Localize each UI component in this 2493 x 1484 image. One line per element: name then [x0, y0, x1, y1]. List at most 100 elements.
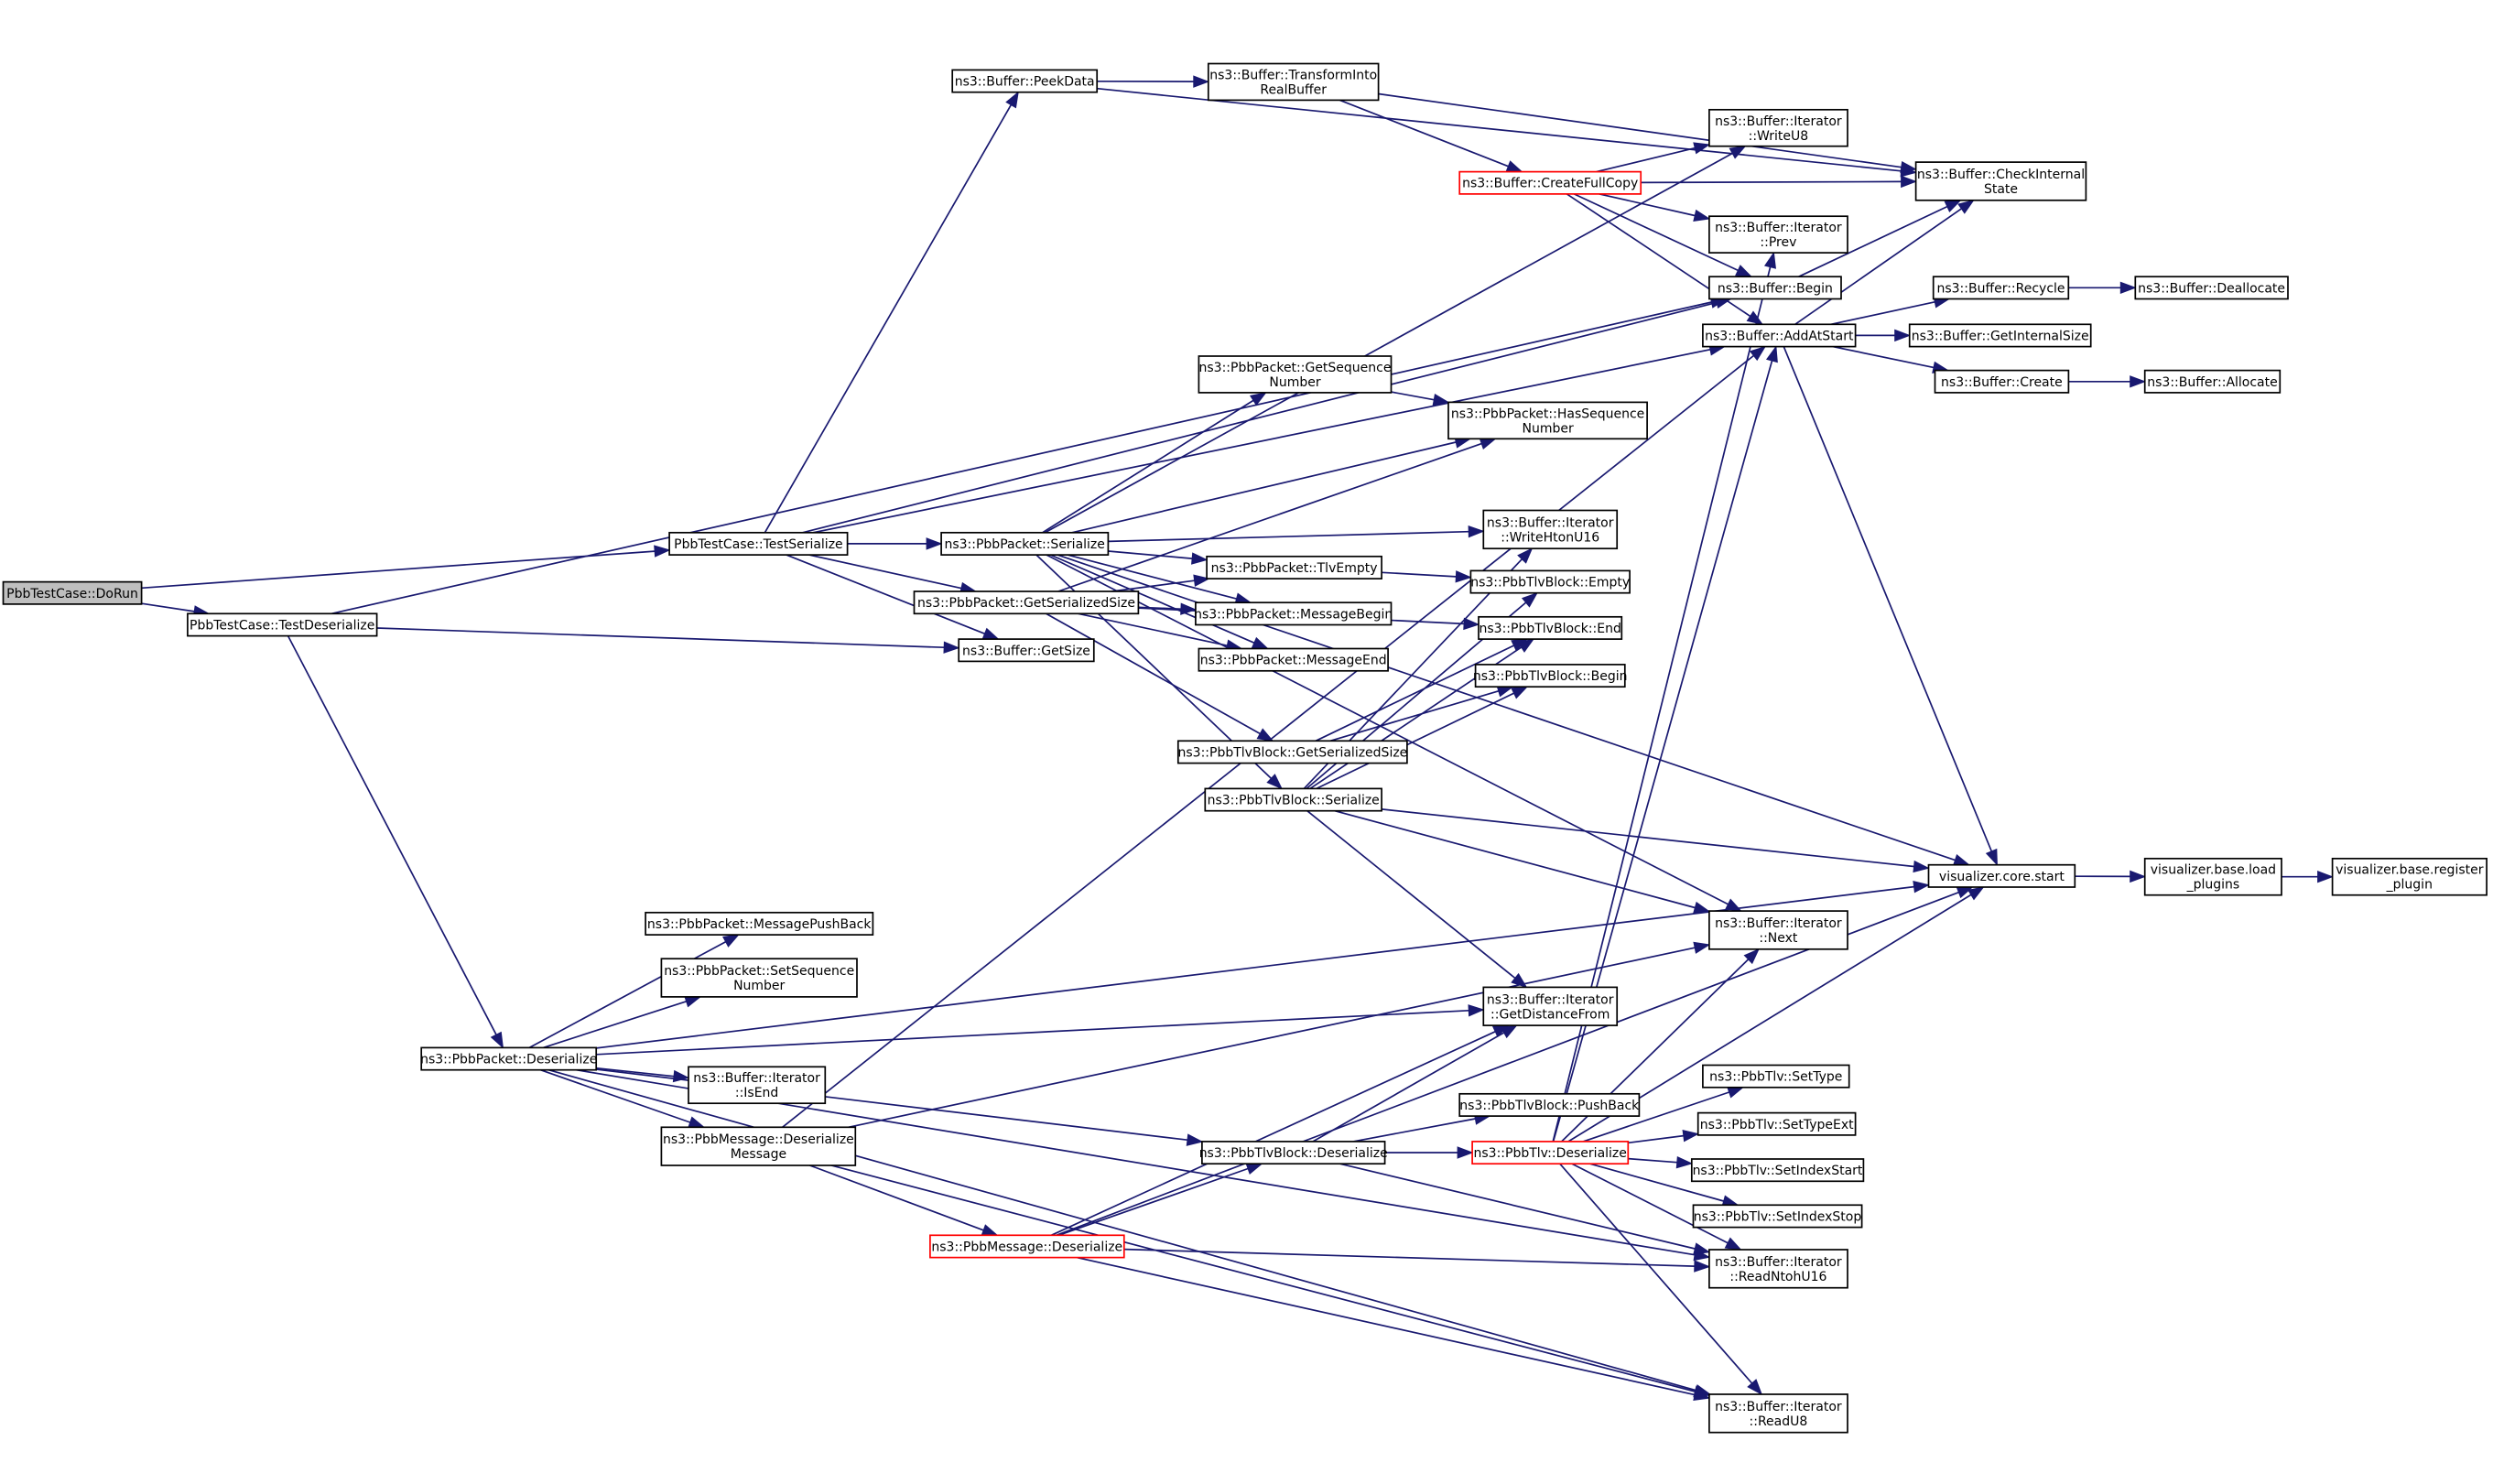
node-test-deserialize[interactable]: PbbTestCase::TestDeserialize	[187, 612, 378, 637]
arrowhead-icon	[1693, 1388, 1711, 1401]
arrowhead-icon	[1005, 91, 1019, 109]
arrowhead-icon	[1894, 329, 1912, 342]
edge-line	[802, 301, 1718, 534]
node-box	[1708, 1249, 1848, 1289]
node-set-index-start[interactable]: ns3::PbbTlv::SetIndexStart	[1690, 1158, 1865, 1183]
node-create-full-copy[interactable]: ns3::Buffer::CreateFullCopy	[1458, 170, 1642, 195]
call-edge-tlv-deserialize-to-set-type-ext	[1628, 1130, 1700, 1144]
node-get-internal-size[interactable]: ns3::Buffer::GetInternalSize	[1908, 323, 2092, 348]
node-label: ns3::PbbTlvBlock::Serialize	[1208, 794, 1380, 808]
edge-line	[809, 1164, 984, 1231]
arrowhead-icon	[1693, 142, 1711, 155]
node-set-type[interactable]: ns3::PbbTlv::SetType	[1702, 1064, 1850, 1089]
call-edge-get-seq-num-to-has-seq-num	[1391, 391, 1450, 406]
node-read-ntoh-u16[interactable]: ns3::Buffer::Iterator::ReadNtohU16	[1708, 1249, 1848, 1289]
call-edge-msg-deserialize-to-read-u8	[1077, 1256, 1711, 1401]
node-tlv-empty[interactable]: ns3::PbbPacket::TlvEmpty	[1206, 555, 1382, 580]
node-tlv-block-begin[interactable]: ns3::PbbTlvBlock::Begin	[1473, 664, 1628, 688]
node-label: ns3::Buffer::AddAtStart	[1705, 329, 1854, 343]
edge-line	[808, 554, 962, 590]
node-deallocate[interactable]: ns3::Buffer::Deallocate	[2134, 276, 2289, 300]
call-edge-msg-deserialize-to-tlv-block-deserialize	[1058, 1163, 1263, 1237]
node-label: ns3::PbbMessage::Deserialize	[663, 1132, 854, 1147]
node-is-end[interactable]: ns3::Buffer::Iterator::IsEnd	[688, 1066, 827, 1105]
node-add-at-start[interactable]: ns3::Buffer::AddAtStart	[1702, 323, 1857, 348]
node-buf-begin[interactable]: ns3::Buffer::Begin	[1708, 276, 1842, 300]
node-load-plugins[interactable]: visualizer.base.load_plugins	[2143, 857, 2282, 896]
node-label: ns3::Buffer::Deallocate	[2138, 281, 2285, 296]
node-box	[668, 531, 849, 556]
node-label: ns3::Buffer::GetSize	[962, 644, 1090, 658]
node-tlv-block-empty[interactable]: ns3::PbbTlvBlock::Empty	[1469, 569, 1631, 594]
node-tlv-block-deserialize[interactable]: ns3::PbbTlvBlock::Deserialize	[1199, 1141, 1388, 1165]
node-do-run[interactable]: PbbTestCase::DoRun	[2, 580, 143, 605]
node-get-distance-from[interactable]: ns3::Buffer::Iterator::GetDistanceFrom	[1482, 986, 1619, 1026]
node-set-index-stop[interactable]: ns3::PbbTlv::SetIndexStop	[1692, 1204, 1863, 1229]
node-label: ns3::PbbTlvBlock::GetSerializedSize	[1178, 745, 1408, 760]
node-set-type-ext[interactable]: ns3::PbbTlv::SetTypeExt	[1696, 1111, 1857, 1136]
edge-line	[1339, 1163, 1696, 1250]
call-edge-viz-start-to-load-plugins	[2075, 870, 2147, 883]
edge-line	[1352, 1118, 1476, 1143]
node-box	[1471, 1141, 1630, 1165]
call-edge-pkt-serialize-to-get-seq-num	[1042, 392, 1267, 534]
node-create[interactable]: ns3::Buffer::Create	[1934, 369, 2070, 394]
node-tlv-block-gss[interactable]: ns3::PbbTlvBlock::GetSerializedSize	[1176, 740, 1408, 764]
node-tlv-block-push-back[interactable]: ns3::PbbTlvBlock::PushBack	[1458, 1092, 1641, 1117]
call-edge-create-full-copy-to-check-internal	[1641, 175, 1918, 189]
node-next[interactable]: ns3::Buffer::Iterator::Next	[1708, 910, 1848, 950]
node-message-push-back[interactable]: ns3::PbbPacket::MessagePushBack	[645, 911, 874, 936]
node-prev[interactable]: ns3::Buffer::Iterator::Prev	[1708, 215, 1848, 254]
arrowhead-icon	[1180, 602, 1198, 615]
edge-line	[1071, 441, 1457, 534]
node-label: visualizer.core.start	[1939, 870, 2065, 884]
arrowhead-icon	[981, 627, 1000, 640]
node-box	[2, 580, 143, 605]
node-message-begin[interactable]: ns3::PbbPacket::MessageBegin	[1194, 601, 1393, 626]
node-recycle[interactable]: ns3::Buffer::Recycle	[1932, 276, 2070, 300]
arrowhead-icon	[1952, 854, 1970, 866]
node-tlv-block-serialize[interactable]: ns3::PbbTlvBlock::Serialize	[1204, 787, 1382, 812]
node-label: ns3::PbbTlvBlock::Deserialize	[1199, 1146, 1388, 1161]
node-write-u8[interactable]: ns3::Buffer::Iterator::WriteU8	[1708, 108, 1848, 147]
node-register-plugin[interactable]: visualizer.base.register_plugin	[2331, 857, 2488, 896]
call-edge-tlv-block-serialize-to-get-distance-from	[1306, 810, 1528, 989]
node-label: State	[1984, 182, 2018, 197]
node-allocate[interactable]: ns3::Buffer::Allocate	[2143, 369, 2282, 394]
node-msg-deserialize[interactable]: ns3::PbbMessage::Deserialize	[929, 1234, 1125, 1259]
edge-line	[1078, 612, 1228, 647]
node-tlv-deserialize[interactable]: ns3::PbbTlv::Deserialize	[1471, 1141, 1630, 1165]
call-edge-do-run-to-test-serialize	[141, 545, 671, 590]
node-label: ns3::Buffer::Recycle	[1936, 281, 2065, 296]
node-read-u8[interactable]: ns3::Buffer::Iterator::ReadU8	[1708, 1393, 1848, 1434]
arrowhead-icon	[981, 1224, 999, 1236]
node-peek-data[interactable]: ns3::Buffer::PeekData	[951, 69, 1099, 93]
node-pkt-serialize[interactable]: ns3::PbbPacket::Serialize	[940, 531, 1110, 556]
node-get-size[interactable]: ns3::Buffer::GetSize	[958, 638, 1095, 663]
call-edge-tlv-block-serialize-to-next	[1334, 809, 1711, 914]
edge-line	[1046, 612, 1261, 735]
node-label: ns3::PbbPacket::GetSequence	[1199, 361, 1392, 375]
arrowhead-icon	[1763, 251, 1776, 269]
call-edge-create-full-copy-to-write-u8	[1596, 142, 1711, 173]
node-message-end[interactable]: ns3::PbbPacket::MessageEnd	[1198, 647, 1389, 672]
node-test-serialize[interactable]: PbbTestCase::TestSerialize	[668, 531, 849, 556]
call-edge-pkt-serialize-to-message-end	[1050, 554, 1269, 650]
node-label: ns3::PbbTlv::SetType	[1709, 1070, 1842, 1085]
call-edge-pkt-serialize-to-tlv-empty	[1108, 550, 1209, 565]
node-tlv-block-end[interactable]: ns3::PbbTlvBlock::End	[1478, 615, 1623, 640]
node-viz-start[interactable]: visualizer.core.start	[1927, 863, 2076, 888]
node-box	[1198, 355, 1393, 394]
call-edge-pkt-serialize-to-write-u8	[1044, 146, 1747, 534]
node-get-serialized-size[interactable]: ns3::PbbPacket::GetSerializedSize	[913, 590, 1140, 615]
node-pkt-deserialize[interactable]: ns3::PbbPacket::Deserialize	[420, 1046, 597, 1071]
node-label: ns3::PbbPacket::GetSerializedSize	[917, 596, 1135, 611]
node-label: ns3::Buffer::Allocate	[2147, 375, 2278, 390]
node-write-hton-u16[interactable]: ns3::Buffer::Iterator::WriteHtonU16	[1482, 509, 1619, 550]
